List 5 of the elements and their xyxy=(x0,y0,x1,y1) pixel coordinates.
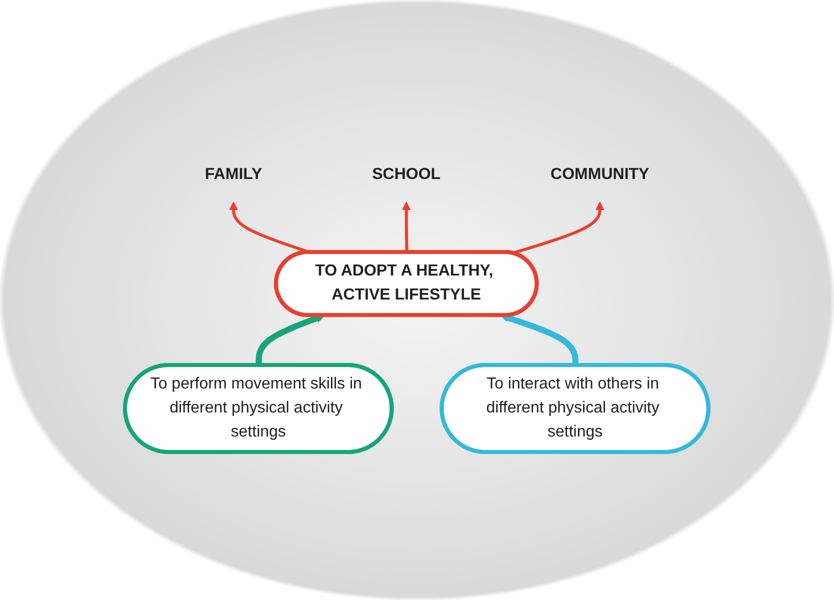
node-text: COMMUNITY xyxy=(550,166,650,183)
arrow xyxy=(512,202,605,255)
node-text: FAMILY xyxy=(205,166,262,183)
node-text: SCHOOL xyxy=(372,166,441,183)
arrow xyxy=(402,202,412,253)
